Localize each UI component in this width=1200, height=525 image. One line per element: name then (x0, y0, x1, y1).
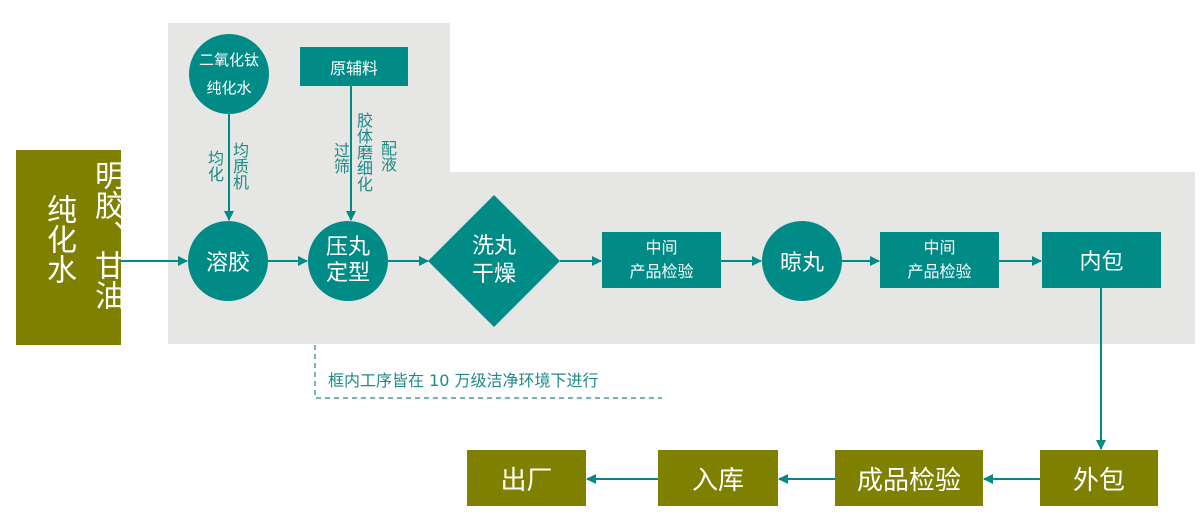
label-homogenizer: 均质机 (230, 142, 249, 190)
input-water: 纯化水 (41, 194, 76, 284)
label-sieve: 过筛 (331, 142, 350, 174)
step-intermediate-qc-1: 中间产品检验 (602, 232, 721, 288)
step-inner-pack: 内包 (1042, 232, 1161, 288)
label-prep: 配液 (378, 140, 397, 172)
step-press-shape: 压丸定型 (308, 221, 388, 301)
step-wash-dry: 洗丸干燥 (444, 231, 544, 291)
step-label: 产品检验 (629, 262, 694, 281)
step-final-qc: 成品检验 (835, 450, 983, 506)
step-label: 中间 (645, 238, 678, 257)
step-shipping: 出厂 (467, 450, 586, 506)
step-label: 中间 (923, 238, 956, 257)
clean-room-note: 框内工序皆在 10 万级洁净环境下进行 (328, 371, 599, 390)
input-materials-box: 纯化水 明胶、甘油 (16, 150, 124, 345)
step-label: 产品检验 (907, 262, 972, 281)
tio2-water-node: 二氧化钛 纯化水 (189, 34, 269, 114)
step-label: 洗丸 (471, 234, 516, 259)
label-homogenize: 均化 (205, 150, 224, 182)
step-intermediate-qc-2: 中间产品检验 (880, 232, 999, 288)
input-gelatin-glycerin: 明胶、甘油 (89, 160, 124, 310)
step-outer-pack: 外包 (1040, 450, 1158, 506)
step-label: 定型 (325, 261, 370, 286)
tio2-label: 二氧化钛 (198, 51, 259, 69)
step-dissolve: 溶胶 (188, 221, 268, 301)
step-label: 干燥 (471, 262, 516, 287)
step-storage: 入库 (658, 450, 778, 506)
wash-dry-diamond (428, 195, 560, 327)
step-label: 压丸 (325, 235, 370, 260)
label-colloid-mill: 胶体磨细化 (354, 112, 373, 192)
water-label: 纯化水 (206, 79, 252, 97)
raw-materials-node: 原辅料 (300, 47, 408, 86)
step-air-dry: 晾丸 (762, 221, 842, 301)
